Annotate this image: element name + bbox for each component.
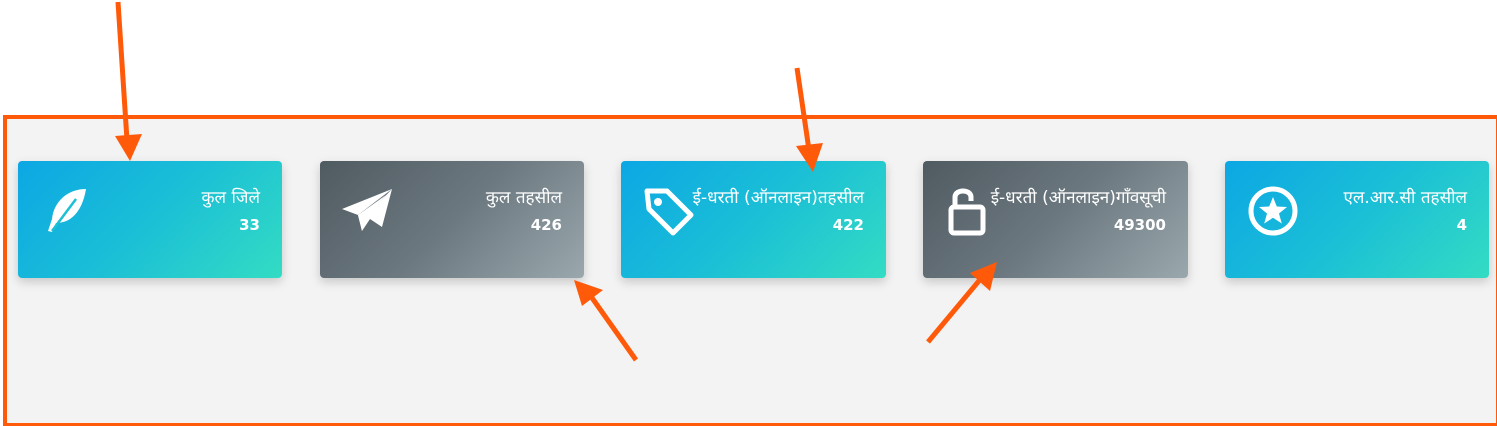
stat-card-online-villages[interactable]: ई-धरती (ऑनलाइन)गाँवसूची 49300 <box>923 161 1188 278</box>
card-title: ई-धरती (ऑनलाइन)गाँवसूची <box>990 188 1166 208</box>
paper-plane-icon <box>340 183 396 239</box>
card-title: एल.आर.सी तहसील <box>1343 188 1468 208</box>
card-value: 426 <box>530 216 562 234</box>
card-value: 49300 <box>1113 216 1166 234</box>
card-title: कुल तहसील <box>485 188 562 208</box>
tag-icon <box>641 183 697 239</box>
stat-card-lrc-tehsils[interactable]: एल.आर.सी तहसील 4 <box>1225 161 1489 278</box>
star-circle-icon <box>1245 183 1301 239</box>
card-value: 33 <box>239 216 260 234</box>
stat-card-districts[interactable]: कुल जिले 33 <box>18 161 282 278</box>
unlock-icon <box>943 183 999 239</box>
card-title: कुल जिले <box>201 188 260 208</box>
card-value: 422 <box>832 216 864 234</box>
card-title: ई-धरती (ऑनलाइन)तहसील <box>692 188 864 208</box>
stat-card-online-tehsils[interactable]: ई-धरती (ऑनलाइन)तहसील 422 <box>621 161 886 278</box>
card-value: 4 <box>1456 216 1467 234</box>
feather-icon <box>38 183 94 239</box>
stat-card-tehsils[interactable]: कुल तहसील 426 <box>320 161 584 278</box>
